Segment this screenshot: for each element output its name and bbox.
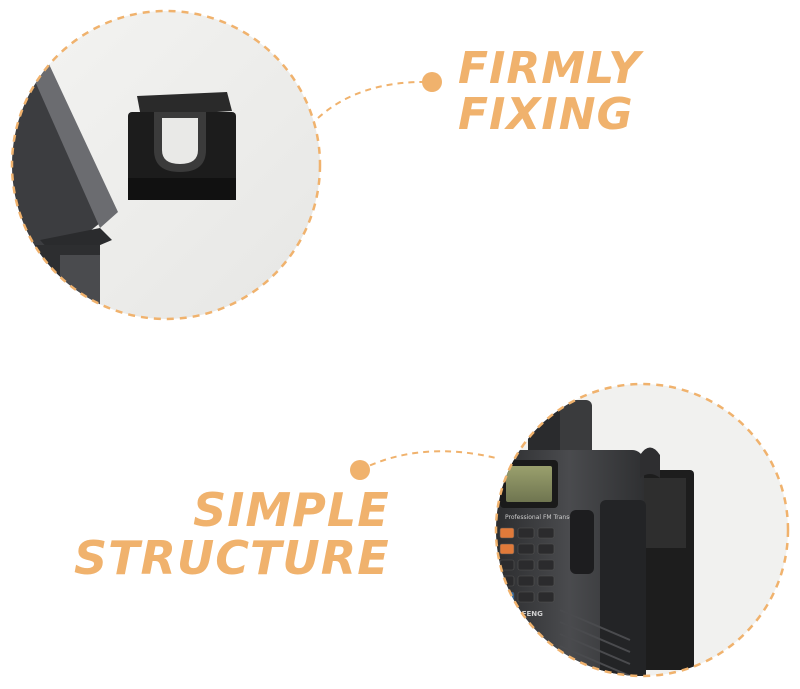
bottom-connector-line (359, 450, 497, 471)
callout-simple-structure: SIMPLE STRUCTURE (74, 486, 390, 583)
top-connector-line (317, 80, 433, 119)
wall-mount (128, 92, 236, 200)
top-connector-dot (422, 72, 442, 92)
callout-firmly-fixing: FIRMLY FIXING (458, 43, 642, 141)
callout-line: STRUCTURE (74, 531, 390, 586)
callout-line: FIRMLY (458, 43, 642, 94)
top-photo-circle (10, 9, 322, 321)
radio-brand-text: Professional FM Transceiver (505, 514, 588, 521)
callout-line: FIXING (458, 89, 634, 141)
callout-line: SIMPLE (193, 483, 390, 537)
bottom-photo-circle: Professional FM Transceiver (494, 382, 790, 678)
